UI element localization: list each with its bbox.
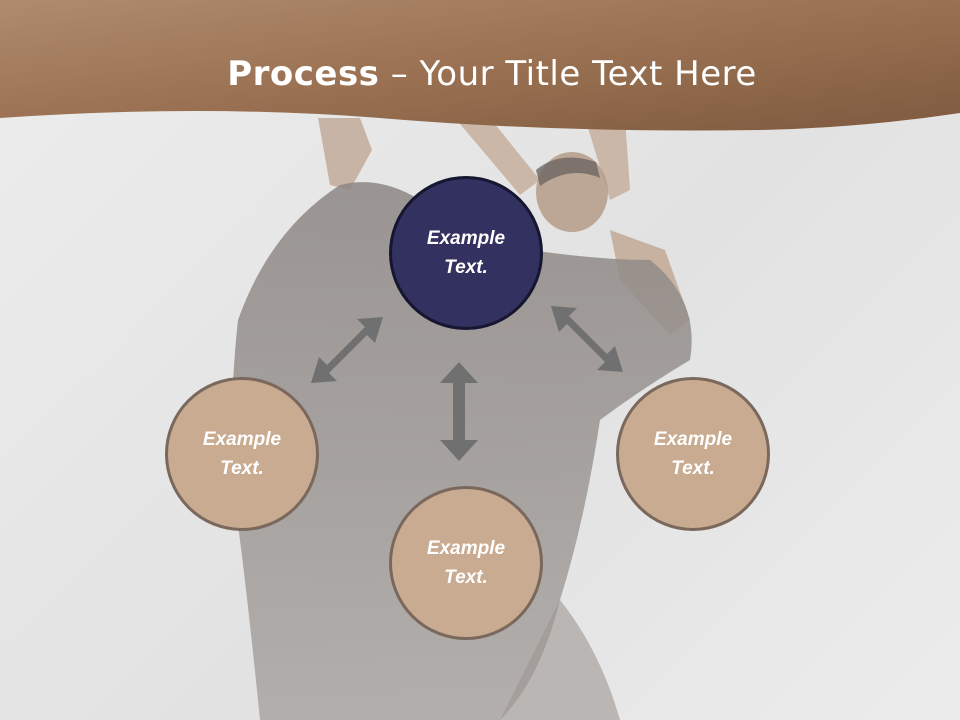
header-banner — [0, 0, 960, 131]
node-left-line2: Text. — [220, 458, 264, 479]
node-right: Example Text. — [616, 377, 770, 531]
node-bottom-line1: Example — [426, 538, 506, 559]
node-right-line1: Example — [653, 429, 733, 450]
node-top-line2: Text. — [444, 257, 488, 278]
node-top: Example Text. — [389, 176, 543, 330]
slide-title: Process – Your Title Text Here — [0, 52, 960, 96]
node-bottom: Example Text. — [389, 486, 543, 640]
node-left-line1: Example — [202, 429, 282, 450]
node-bottom-line2: Text. — [444, 567, 488, 588]
node-left: Example Text. — [165, 377, 319, 531]
node-top-line1: Example — [426, 228, 506, 249]
node-right-line2: Text. — [671, 458, 715, 479]
title-bold: Process — [227, 54, 380, 94]
title-rest: – Your Title Text Here — [379, 54, 757, 94]
